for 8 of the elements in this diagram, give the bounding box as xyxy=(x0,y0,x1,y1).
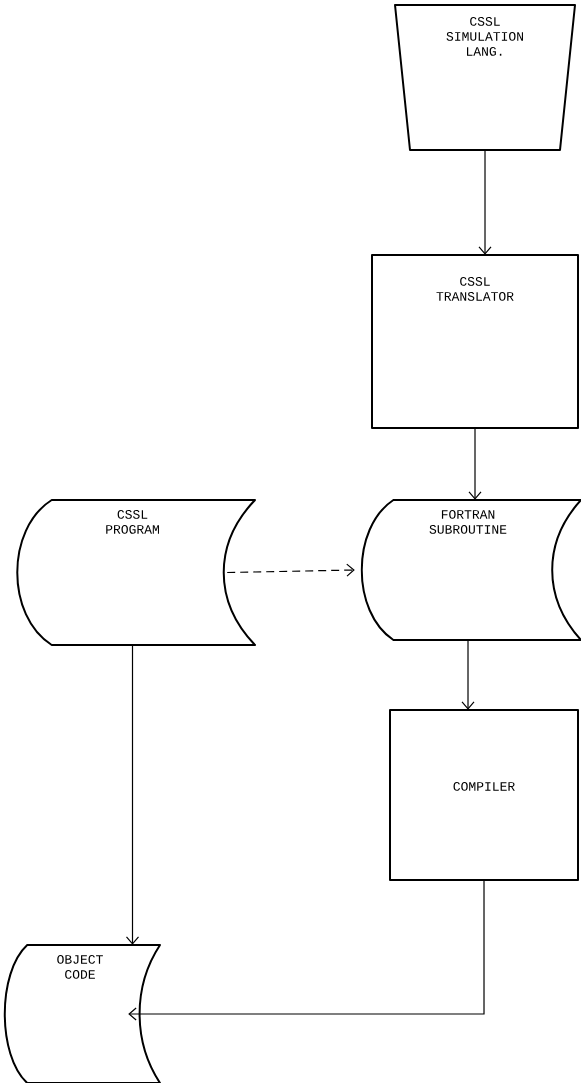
arrow xyxy=(478,149,492,255)
arrow xyxy=(128,879,485,1021)
arrow xyxy=(468,427,482,500)
process-box: COMPILER xyxy=(389,709,579,881)
arrow xyxy=(226,563,355,577)
arrow xyxy=(461,639,475,710)
process-box: CSSL TRANSLATOR xyxy=(371,254,579,429)
arrow xyxy=(125,644,140,945)
